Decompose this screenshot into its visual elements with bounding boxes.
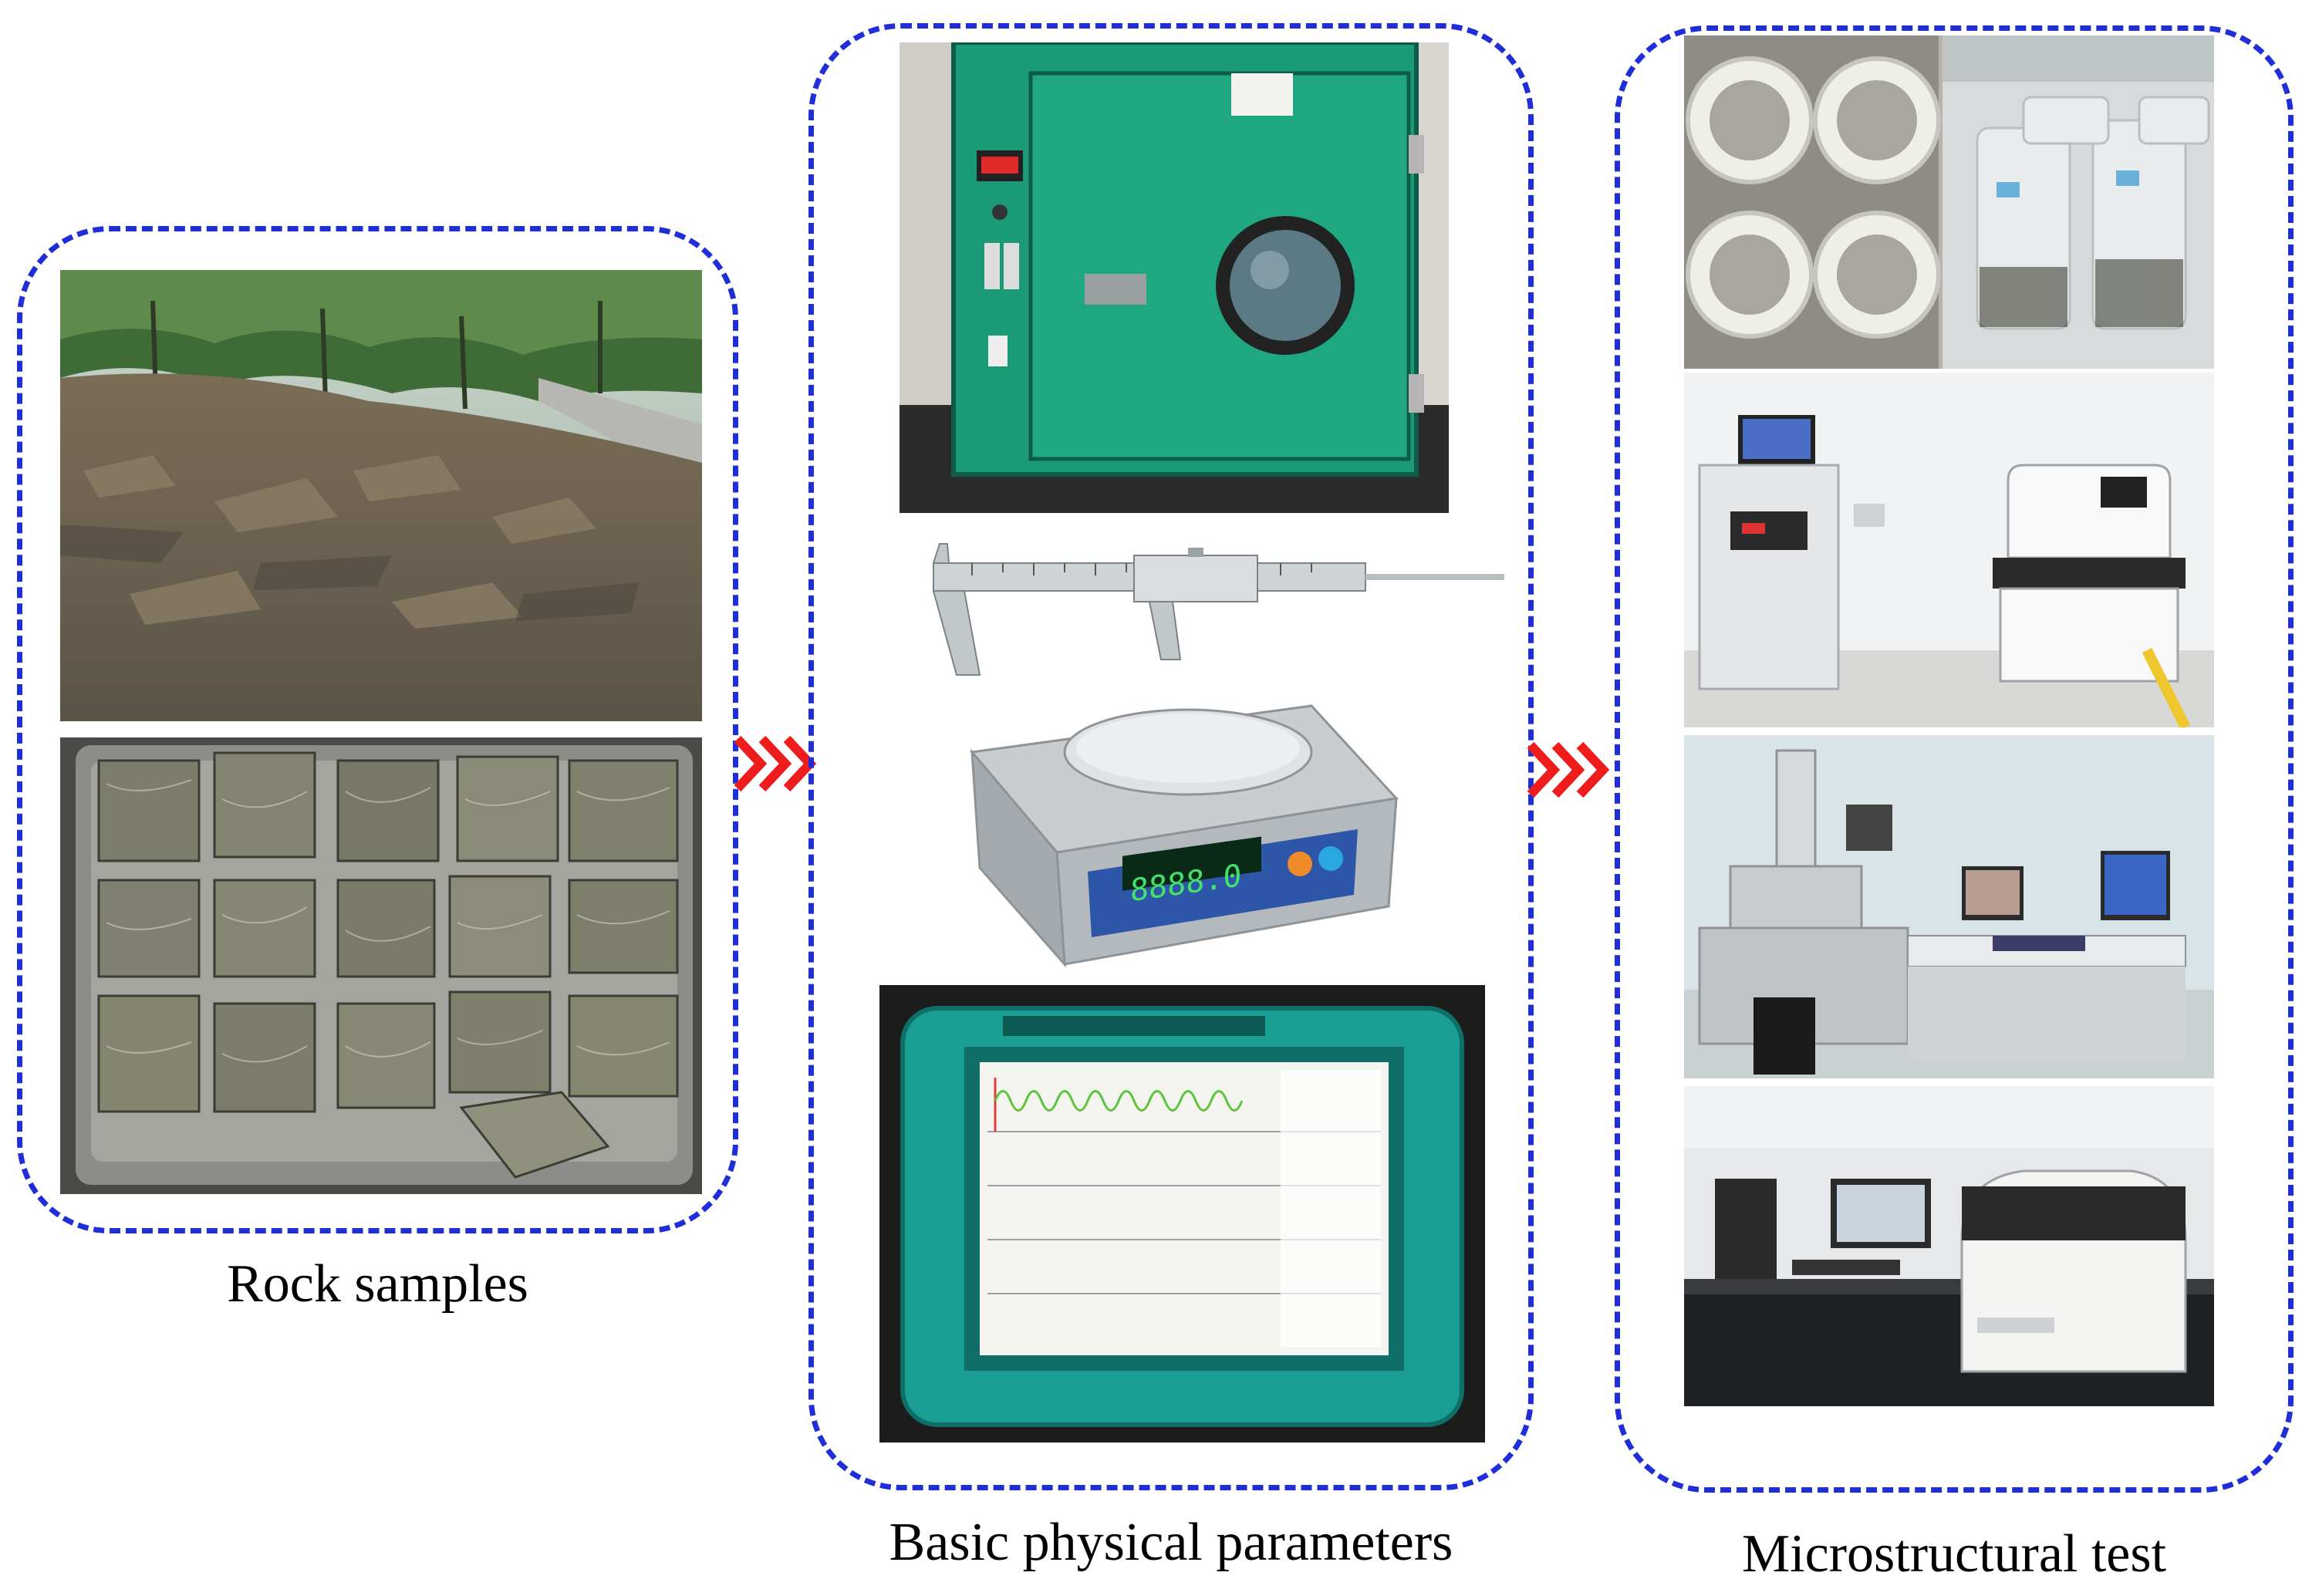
xrd-diffractometer-photo [1684,1086,2214,1406]
flow-arrow-2 [1526,739,1611,801]
stage-label-basic-physical-parameters: Basic physical parameters [889,1513,1453,1572]
chevron-2c [1576,741,1610,798]
vernier-caliper-photo [926,540,1504,683]
nmr-analyzer-photo [1684,373,2214,727]
stage-label-microstructural-test: Microstructural test [1741,1524,2167,1584]
scanning-electron-microscope-photo [1684,735,2214,1078]
ultrasonic-wave-detector-photo [879,985,1485,1442]
sample-containers-photo [1684,35,2214,369]
drying-oven-photo [900,42,1449,513]
rock-samples-panel [17,226,738,1233]
chevron-1b [758,735,792,792]
chevron-2a [1527,741,1561,798]
flow-arrow-1 [733,733,818,795]
microstructural-test-panel [1615,25,2294,1493]
rock-blocks-tray-photo [60,737,702,1194]
electronic-balance-photo: 8888.0 [957,690,1404,968]
basic-physical-parameters-panel [808,23,1534,1490]
chevron-1a [734,735,768,792]
stage-label-rock-samples: Rock samples [227,1254,528,1314]
chevron-2b [1551,741,1585,798]
rock-outcrop-photo [60,270,702,721]
